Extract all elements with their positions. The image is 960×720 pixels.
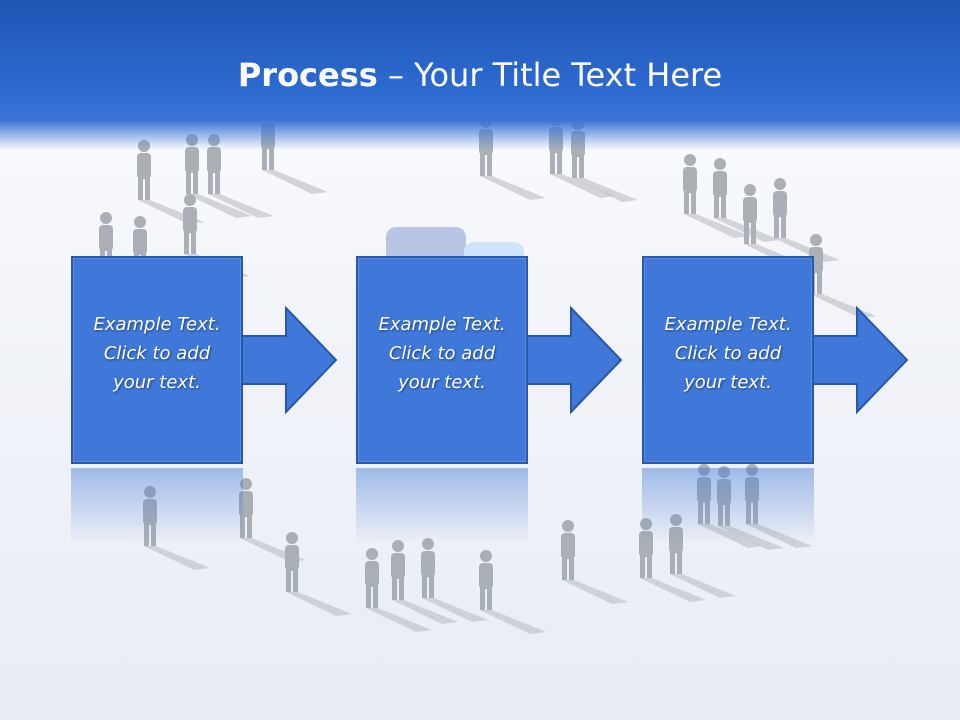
- title-rest: – Your Title Text Here: [377, 56, 723, 94]
- box-reflection: [356, 468, 528, 543]
- step-text: Example Text. Click to add your text.: [358, 310, 526, 397]
- process-step-1[interactable]: Example Text. Click to add your text.: [71, 256, 243, 464]
- step-text-line: Example Text.: [93, 314, 221, 335]
- step-text-line: Click to add: [674, 343, 782, 364]
- step-text-line: your text.: [398, 372, 486, 393]
- step-text-line: Click to add: [103, 343, 211, 364]
- title-bar: Process – Your Title Text Here: [0, 0, 960, 150]
- step-text: Example Text. Click to add your text.: [644, 310, 812, 397]
- process-step-2[interactable]: Example Text. Click to add your text.: [356, 256, 528, 464]
- step-text-line: your text.: [684, 372, 772, 393]
- box-reflection: [71, 468, 243, 543]
- slide-title[interactable]: Process – Your Title Text Here: [0, 52, 960, 98]
- box-reflection: [642, 468, 814, 543]
- arrow-right-icon: [238, 306, 338, 414]
- step-text-line: Example Text.: [378, 314, 506, 335]
- process-step-3[interactable]: Example Text. Click to add your text.: [642, 256, 814, 464]
- arrow-right-icon: [809, 306, 909, 414]
- step-text-line: Click to add: [388, 343, 496, 364]
- arrow-right-icon: [523, 306, 623, 414]
- step-text: Example Text. Click to add your text.: [73, 310, 241, 397]
- title-bold: Process: [237, 56, 378, 94]
- step-text-line: Example Text.: [664, 314, 792, 335]
- step-text-line: your text.: [113, 372, 201, 393]
